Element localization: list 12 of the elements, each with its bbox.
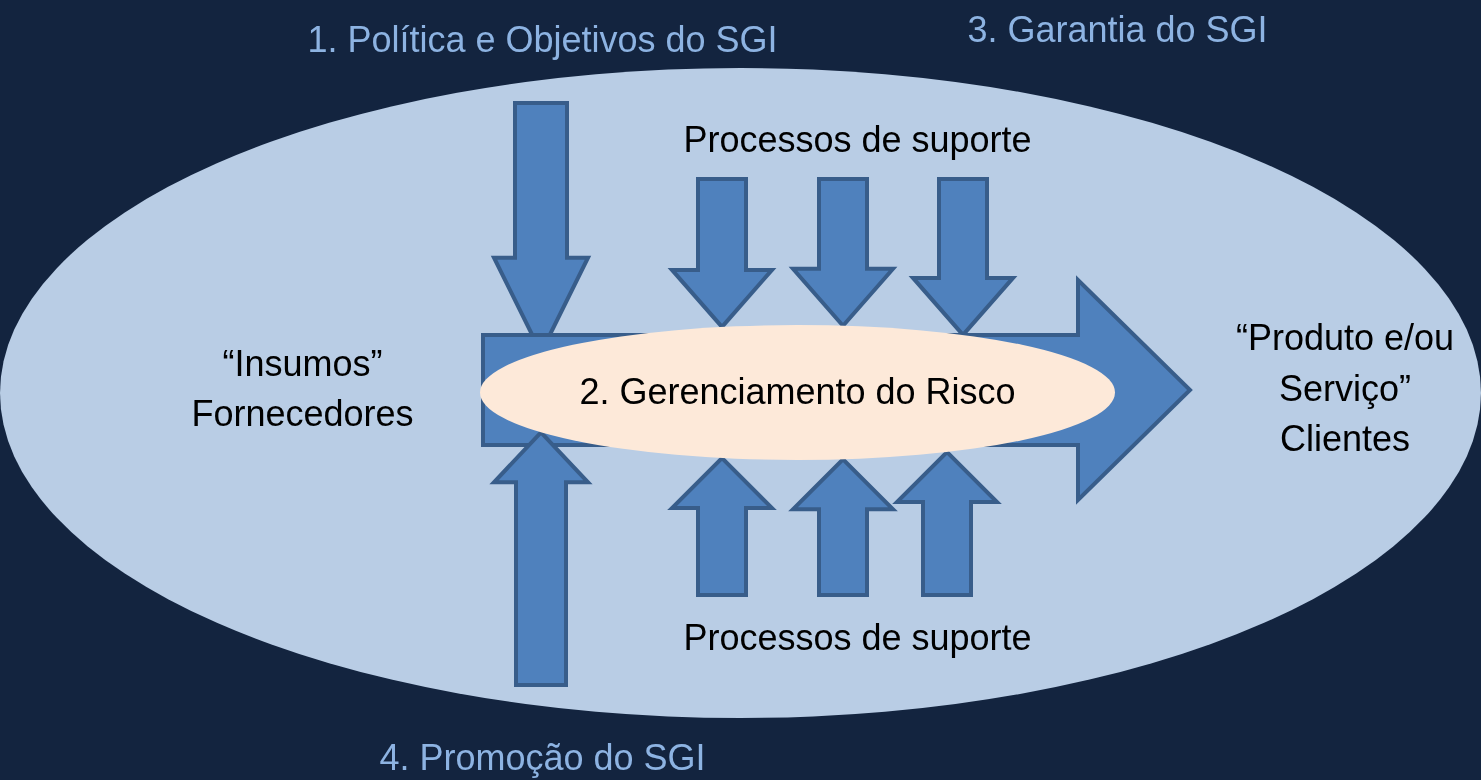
risk-label: 2. Gerenciamento do Risco [579, 370, 1016, 415]
policy-heading: 1. Política e Objetivos do SGI [260, 12, 825, 68]
output-label: “Produto e/ou Serviço” Clientes [1215, 318, 1475, 460]
block-arrow [667, 455, 777, 597]
support-label: Processos de suporte [640, 610, 1075, 666]
support-label: Processos de suporte [640, 112, 1075, 168]
input-label: “Insumos” Fornecedores [165, 338, 440, 440]
assurance-heading: 3. Garantia do SGI [966, 7, 1269, 52]
block-arrow [892, 449, 1002, 597]
block-arrow [489, 429, 593, 687]
block-arrow [667, 177, 777, 330]
promotion-heading: 4. Promoção do SGI [330, 730, 755, 780]
